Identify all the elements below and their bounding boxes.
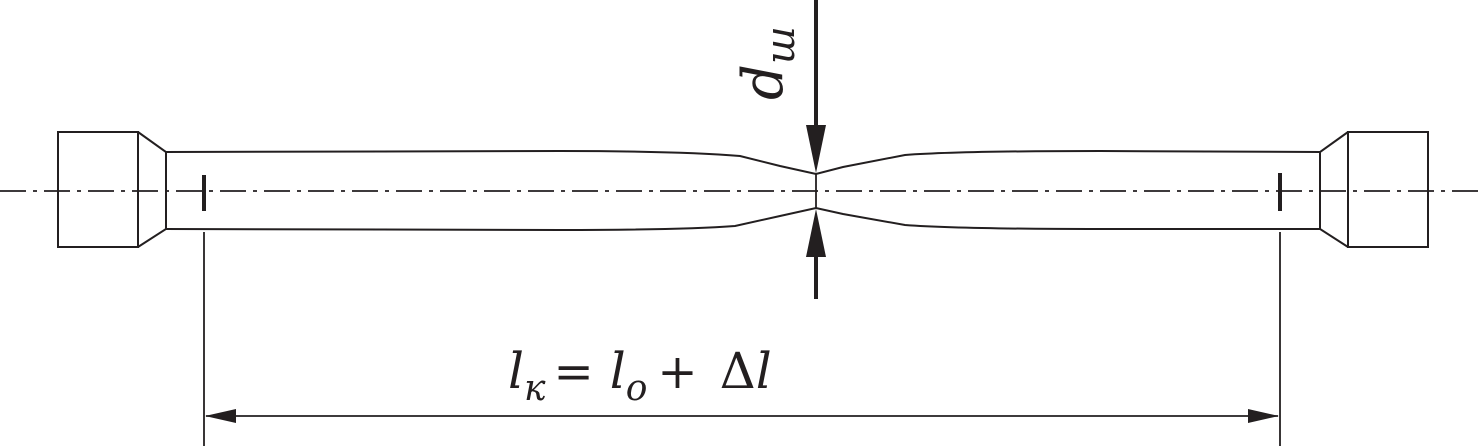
formula-lhs-subscript: к (524, 368, 546, 409)
length-arrow-right (1248, 409, 1279, 423)
diameter-label: dш (731, 26, 804, 100)
formula-equals: = (554, 344, 594, 400)
specimen-lower-contour (165, 206, 1320, 232)
formula-delta: Δ (720, 342, 756, 400)
formula-term1-symbol: l (610, 342, 626, 400)
right-taper (1319, 131, 1349, 248)
length-formula: lк=lo+Δl (508, 342, 772, 409)
diameter-arrow-top-head (806, 125, 826, 173)
left-taper (137, 131, 167, 248)
left-grip-head (57, 131, 139, 248)
specimen-upper-contour (165, 149, 1321, 176)
formula-term1-subscript: o (626, 368, 648, 409)
diameter-subscript: ш (758, 26, 804, 64)
formula-lhs-symbol: l (508, 342, 524, 400)
right-grip-head (1347, 131, 1429, 248)
diameter-symbol: d (731, 64, 796, 100)
diameter-arrow-bottom-head (806, 209, 826, 257)
length-arrow-left (205, 409, 236, 423)
formula-plus: + (657, 344, 697, 400)
formula-term2-symbol: l (756, 342, 772, 400)
